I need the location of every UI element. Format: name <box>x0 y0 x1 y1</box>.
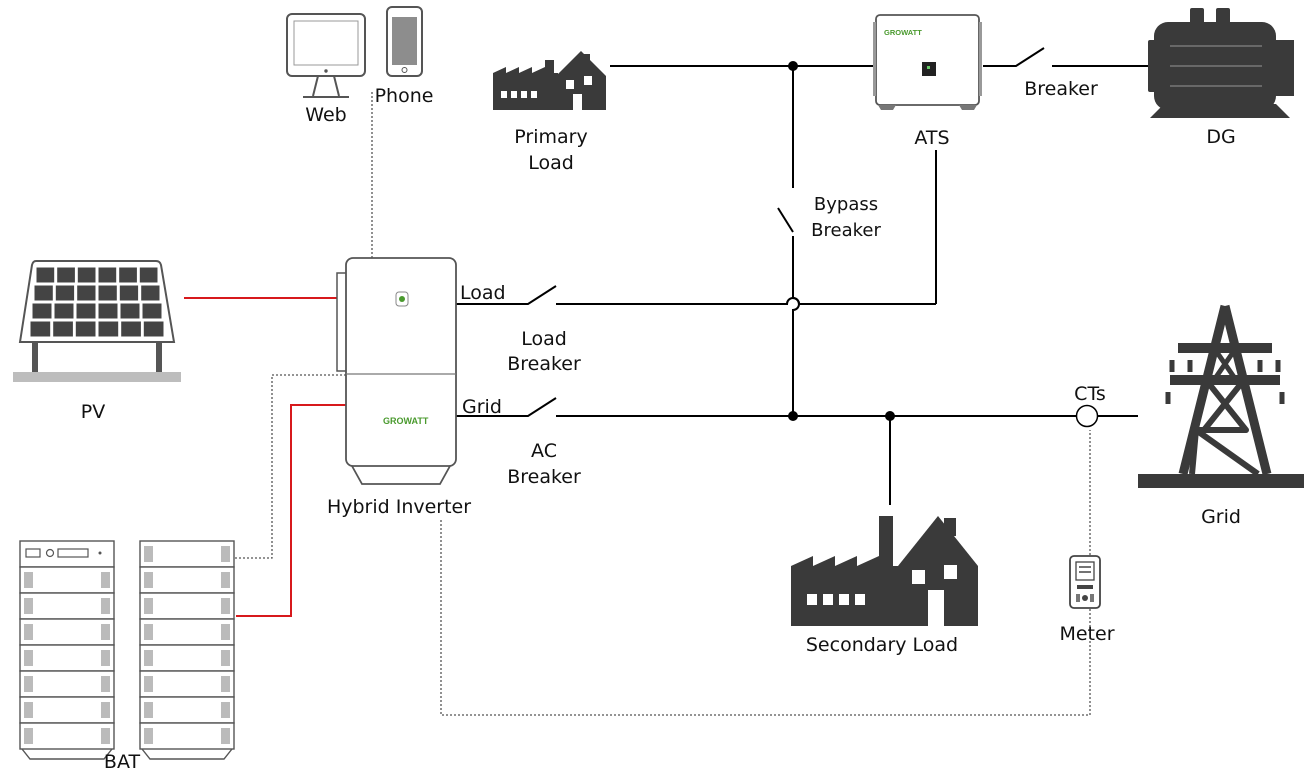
meter-icon <box>1069 555 1101 609</box>
solar-cell <box>98 303 118 319</box>
bypass-breaker-label-line1: Bypass <box>813 194 879 215</box>
web-monitor-icon <box>286 13 366 98</box>
solar-cell <box>77 267 96 283</box>
battery-module <box>19 722 115 750</box>
battery-label: BAT <box>103 751 141 773</box>
junction-dot <box>788 411 798 421</box>
ac-line-bypass-switch <box>777 207 794 233</box>
ac-line-load-bus <box>556 297 936 305</box>
battery-module <box>19 670 115 698</box>
bypass-breaker-label-line2: Breaker <box>811 220 881 241</box>
primary-load-factory-icon <box>493 51 606 110</box>
battery-module <box>19 592 115 620</box>
pv-label: PV <box>80 401 106 423</box>
battery-module <box>139 696 235 724</box>
dc-line-battery-inverter <box>236 404 346 617</box>
battery-module <box>19 566 115 594</box>
solar-cell <box>76 303 96 319</box>
ats-label: ATS <box>914 127 950 149</box>
ac-breaker-label-line2: Breaker <box>507 466 581 488</box>
battery-module <box>139 644 235 672</box>
grid-label: Grid <box>1201 506 1241 528</box>
breaker-label: Breaker <box>1024 78 1098 100</box>
dg-label: DG <box>1206 126 1236 148</box>
solar-cell <box>53 321 73 337</box>
solar-cell <box>141 285 160 301</box>
solar-cell <box>55 285 75 301</box>
battery-module <box>19 618 115 646</box>
ac-lines <box>456 47 1148 505</box>
phone-icon <box>386 6 423 77</box>
diesel-generator-icon <box>1148 8 1294 118</box>
ac-line-bus-mid <box>792 236 800 416</box>
solar-cell <box>34 285 53 301</box>
grid-port-label: Grid <box>462 396 502 418</box>
load-breaker-label-line1: Load <box>521 328 567 350</box>
battery-module <box>139 618 235 646</box>
hybrid-inverter-unit: GROWATT <box>336 257 457 485</box>
solar-cell <box>143 321 164 337</box>
battery-module <box>139 722 235 750</box>
comm-lines <box>232 92 1091 716</box>
transmission-tower-icon <box>1165 304 1285 477</box>
junction-dot <box>788 61 798 71</box>
battery-rack-left <box>19 540 115 760</box>
meter-label: Meter <box>1059 623 1115 645</box>
battery-module <box>19 696 115 724</box>
ac-line-load-out <box>456 285 557 305</box>
ac-line-ats-breaker <box>983 47 1045 67</box>
ac-breaker-label-line1: AC <box>531 440 557 462</box>
solar-cell <box>98 321 119 337</box>
battery-module <box>139 592 235 620</box>
solar-panel-icon <box>13 260 181 382</box>
solar-cell <box>36 267 55 283</box>
secondary-load-factory-icon <box>791 516 978 626</box>
primary-load-label-line1: Primary <box>514 126 588 148</box>
secondary-load-label: Secondary Load <box>805 634 959 656</box>
ats-brand-logo: GROWATT <box>884 28 922 37</box>
solar-cell <box>30 321 51 337</box>
solar-cell <box>98 285 117 301</box>
load-port-label: Load <box>460 282 506 304</box>
solar-cell <box>142 303 162 319</box>
hybrid-inverter-label: Hybrid Inverter <box>326 496 472 518</box>
web-label: Web <box>305 104 347 126</box>
battery-module <box>139 670 235 698</box>
solar-cell <box>119 267 137 283</box>
solar-cell <box>121 321 141 337</box>
battery-module <box>19 644 115 672</box>
solar-cell <box>57 267 75 283</box>
ats-unit: GROWATT <box>873 14 982 110</box>
comm-line-inverter-meter <box>440 430 1091 716</box>
solar-cell <box>32 303 52 319</box>
solar-cell <box>98 267 117 283</box>
load-breaker-label-line2: Breaker <box>507 353 581 375</box>
solar-cell <box>139 267 158 283</box>
battery-module <box>139 566 235 594</box>
solar-cell <box>77 285 96 301</box>
inverter-brand-logo: GROWATT <box>383 416 429 426</box>
phone-label: Phone <box>374 85 434 107</box>
ct-sensor-icon <box>1075 404 1099 428</box>
primary-load-label-line2: Load <box>528 152 574 174</box>
dc-lines <box>184 297 346 617</box>
junction-dot <box>885 411 895 421</box>
cts-label: CTs <box>1074 383 1106 405</box>
solar-cell <box>119 285 139 301</box>
grid-ground-bar <box>1138 474 1304 488</box>
solar-cell <box>54 303 74 319</box>
ac-line-grid-out <box>456 397 557 417</box>
solar-cell <box>120 303 140 319</box>
battery-module <box>139 540 235 568</box>
comm-line-inverter-battery <box>232 374 346 559</box>
battery-rack-right <box>139 540 235 760</box>
solar-cell <box>75 321 96 337</box>
